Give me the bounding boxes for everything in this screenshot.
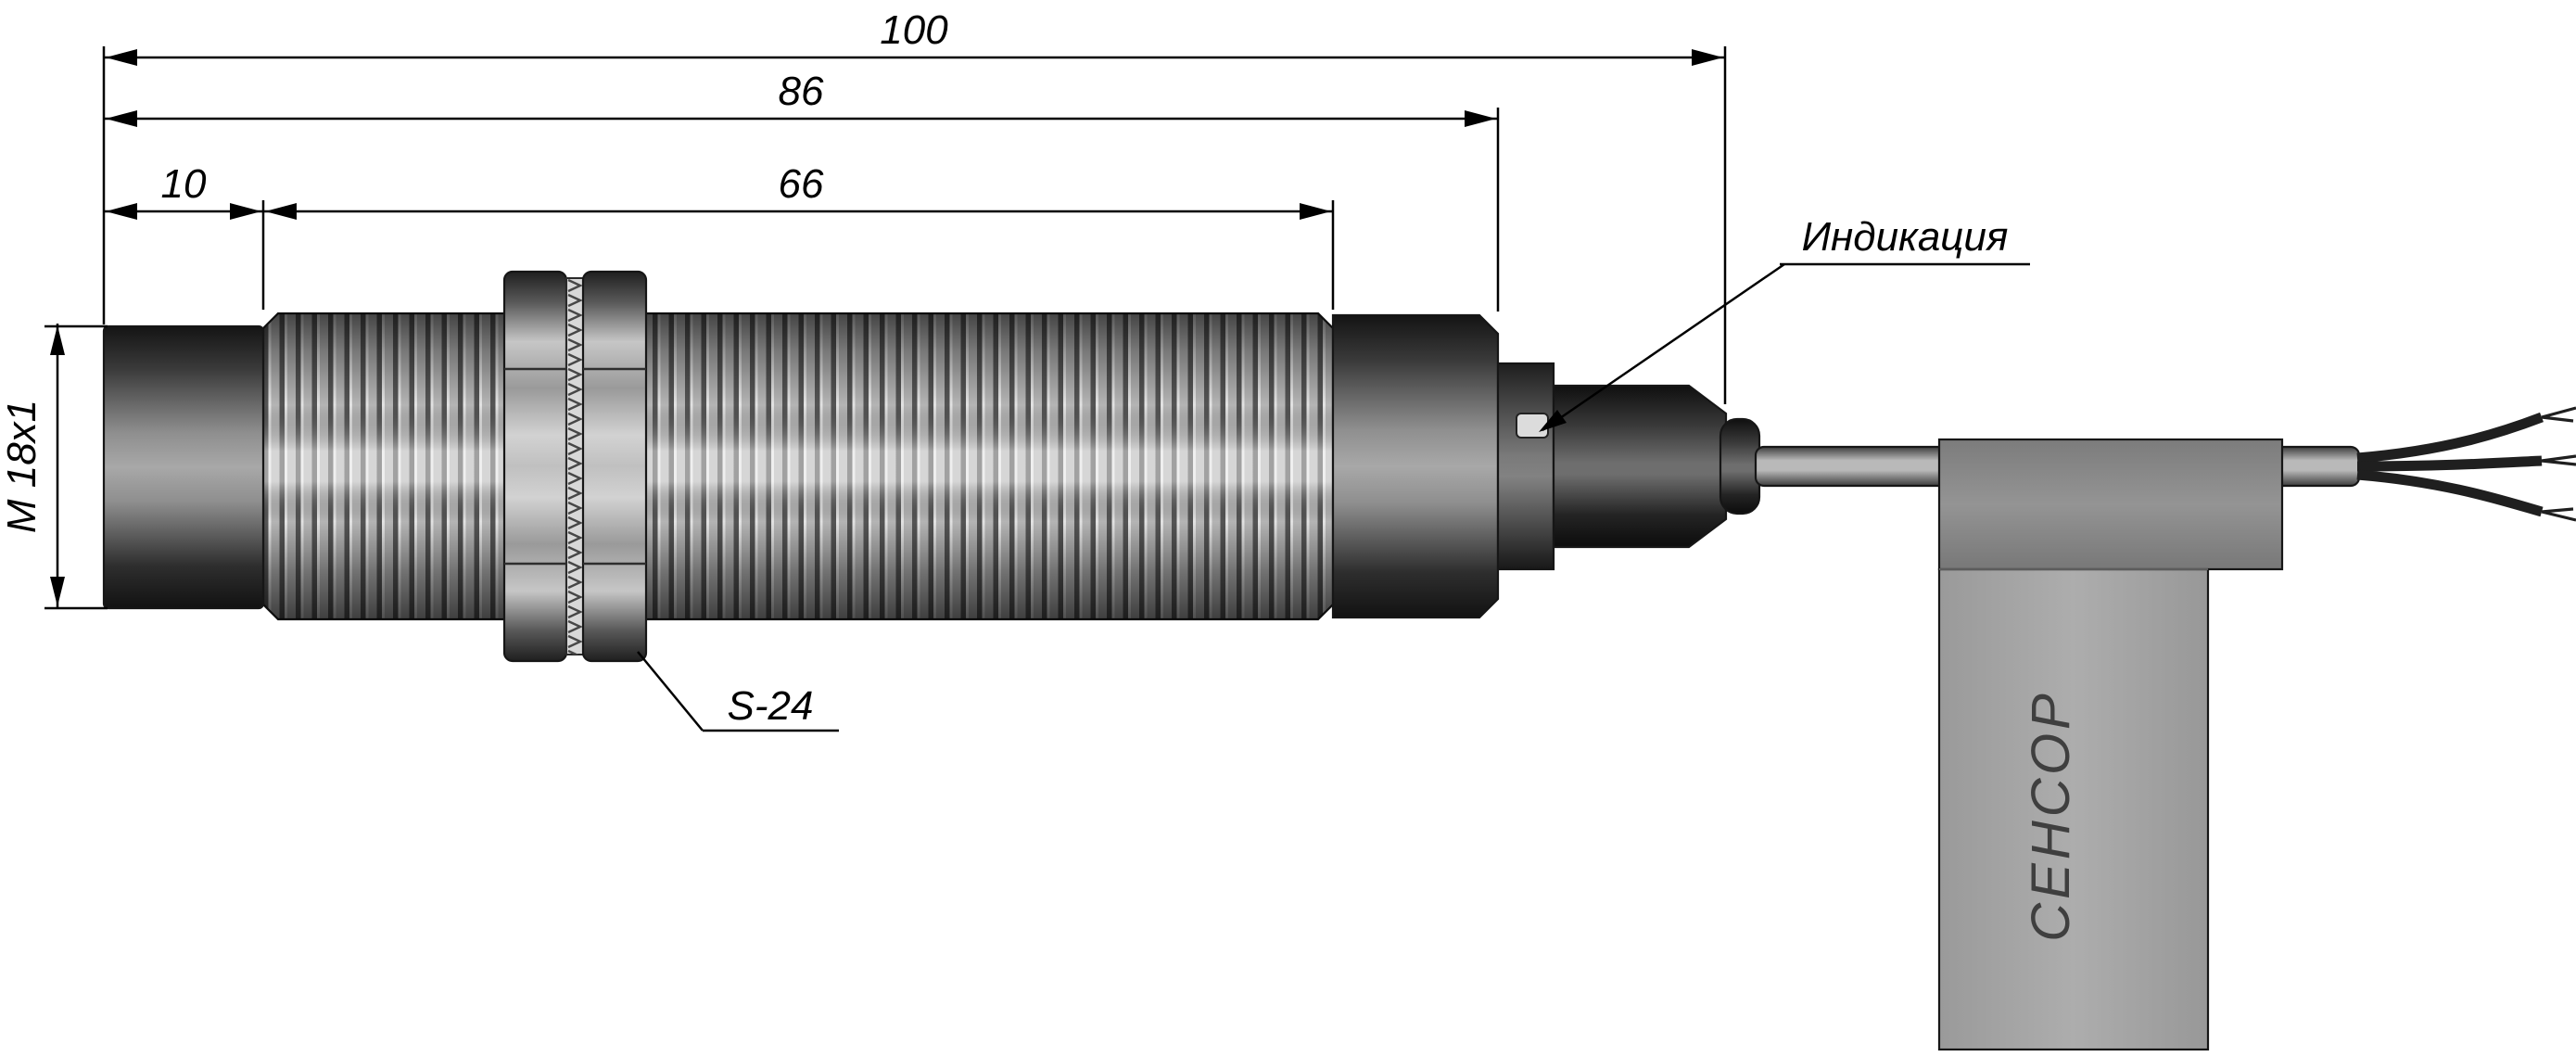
lock-washer-serration — [566, 278, 583, 655]
arrowhead — [106, 49, 137, 66]
thread-spec-label: М 18х1 — [0, 400, 44, 533]
leader-line — [1542, 262, 1785, 432]
hex-nut-front — [502, 270, 568, 663]
cable-gland — [1552, 384, 1728, 549]
wire-top — [2356, 412, 2544, 464]
dimension-body-length: 86 — [104, 69, 1500, 312]
arrowhead — [265, 203, 297, 220]
indication-label: Индикация — [1802, 214, 2009, 260]
arrowhead — [1465, 110, 1496, 127]
dimension-overall-label: 100 — [880, 7, 948, 53]
arrowhead — [50, 577, 65, 606]
threaded-barrel — [261, 312, 1335, 621]
dimension-thread-spec: М 18х1 — [0, 324, 108, 610]
arrowhead — [230, 203, 261, 220]
leader-line — [637, 651, 704, 732]
tag-fold — [1937, 438, 2284, 571]
dimension-body-label: 86 — [779, 69, 824, 114]
dimension-face-label: 10 — [161, 161, 207, 207]
arrowhead — [1300, 203, 1331, 220]
leader-wrench-size: S-24 — [637, 651, 839, 732]
wire-bottom-strip — [2541, 507, 2576, 522]
wire-middle — [2356, 455, 2543, 472]
wire-bottom — [2356, 469, 2544, 517]
cable-tag: СЕНСОР — [1937, 438, 2284, 1051]
thread-shading — [263, 313, 1333, 619]
arrowhead — [106, 203, 137, 220]
hex-nut-rear — [581, 270, 648, 663]
wrench-size-label: S-24 — [728, 683, 814, 729]
sensor-body: СЕНСОР — [102, 270, 2576, 1051]
step-ring — [1496, 362, 1555, 571]
arrowhead — [106, 110, 137, 127]
tag-label: СЕНСОР — [2021, 690, 2081, 942]
wire-middle-strip — [2541, 454, 2576, 466]
dimension-thread-label: 66 — [779, 161, 824, 207]
mounting-nuts — [502, 270, 648, 663]
sensing-face — [102, 324, 265, 610]
wires — [2356, 406, 2576, 522]
arrowhead — [50, 325, 65, 355]
gland-tip — [1719, 417, 1761, 515]
dimension-face-and-thread: 10 66 — [104, 161, 1335, 310]
arrowhead — [1692, 49, 1723, 66]
wire-top-strip — [2541, 406, 2576, 423]
leader-indication: Индикация — [1539, 214, 2030, 432]
rear-housing — [1331, 313, 1500, 619]
tag-body — [1937, 567, 2210, 1051]
led-indicator — [1516, 413, 1549, 439]
dimension-overall-length: 100 — [102, 7, 1727, 404]
arrowhead — [1539, 410, 1567, 432]
